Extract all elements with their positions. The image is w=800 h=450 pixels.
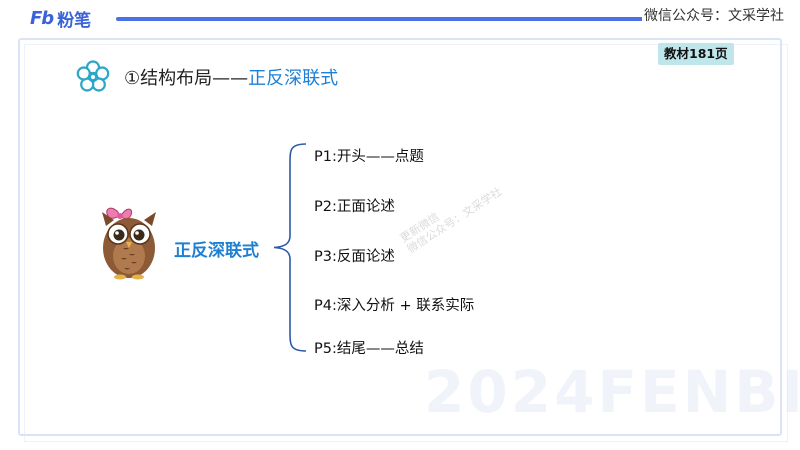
heading-prefix: ①结构布局—— — [124, 68, 249, 89]
top-bar: Fb 粉笔 微信公众号：文采学社 — [0, 0, 800, 34]
heading-highlight: 正反深联式 — [248, 68, 339, 89]
mindmap-item-4: P4:深入分析 + 联系实际 — [314, 298, 475, 314]
logo-mark: Fb — [30, 8, 54, 29]
mindmap-center-label: 正反深联式 — [174, 241, 259, 261]
mindmap-item-5: P5:结尾——总结 — [314, 341, 424, 357]
header-rule — [116, 17, 781, 21]
mindmap-item-3: P3:反面论述 — [314, 249, 395, 265]
page-badge: 教材181页 — [658, 43, 734, 65]
flower-icon — [76, 60, 110, 92]
mindmap-item-1: P1:开头——点题 — [314, 149, 424, 165]
curly-brace — [273, 143, 307, 352]
section-heading: ①结构布局—— 正反深联式 — [76, 60, 338, 94]
background-watermark: 2024FENBI — [424, 358, 800, 426]
mindmap-item-2: P2:正面论述 — [314, 199, 395, 215]
owl-mascot — [102, 207, 156, 280]
logo-text: 粉笔 — [57, 11, 92, 31]
brand-logo: Fb 粉笔 — [30, 6, 91, 31]
wechat-label: 微信公众号：文采学社 — [642, 5, 786, 25]
